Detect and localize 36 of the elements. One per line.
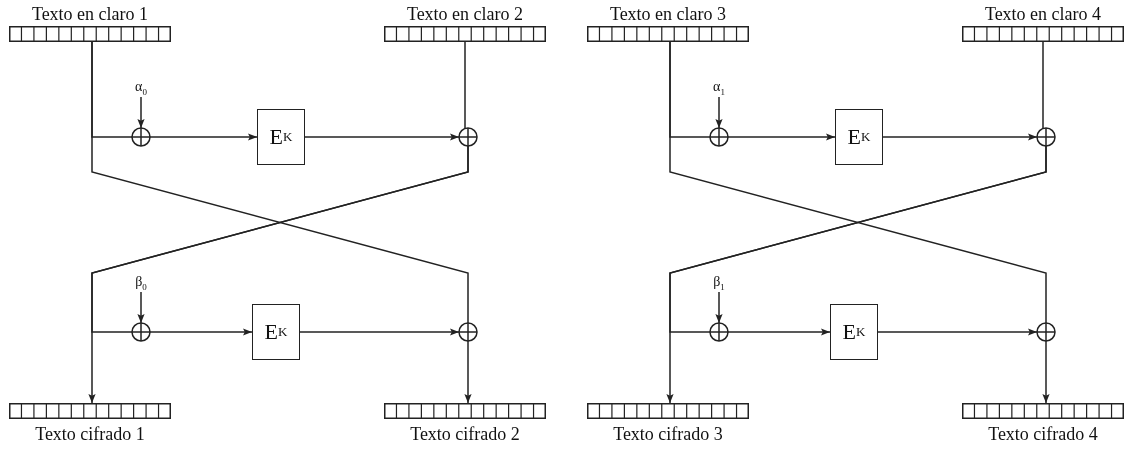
connector-line (1042, 41, 1044, 129)
block-label: Texto en claro 1 (31, 4, 149, 24)
input-label: α$_{0}$ (127, 78, 155, 96)
arrow (137, 291, 145, 324)
connector-line (464, 41, 466, 129)
xor-symbol (131, 127, 151, 147)
block-label: Texto cifrado 4 (988, 424, 1098, 444)
xor-symbol (1036, 322, 1056, 342)
xor-symbol (709, 322, 729, 342)
xor-symbol (709, 127, 729, 147)
arrow (304, 133, 460, 141)
connector-line (669, 41, 1047, 324)
arrow (137, 96, 145, 129)
input-label: β$_{0}$ (127, 273, 155, 291)
xor-symbol (458, 127, 478, 147)
block-label: Texto en claro 4 (984, 4, 1102, 24)
arrow (882, 133, 1038, 141)
arrow (877, 328, 1038, 336)
arrow (715, 291, 723, 324)
arrow (299, 328, 460, 336)
input-label: β$_{1}$ (705, 273, 733, 291)
block-label: Texto en claro 2 (406, 4, 524, 24)
block-label: Texto cifrado 3 (613, 424, 723, 444)
input-label: α$_{1}$ (705, 78, 733, 96)
arrow (464, 340, 472, 404)
xor-symbol (458, 322, 478, 342)
block-label: Texto en claro 3 (609, 4, 727, 24)
arrow (1042, 340, 1050, 404)
xor-symbol (1036, 127, 1056, 147)
xor-symbol (131, 322, 151, 342)
connector-line (91, 41, 469, 324)
block-label: Texto cifrado 2 (410, 424, 520, 444)
connector-line (669, 145, 1047, 333)
connector-line (91, 145, 469, 333)
block-label: Texto cifrado 1 (35, 424, 145, 444)
arrow (715, 96, 723, 129)
